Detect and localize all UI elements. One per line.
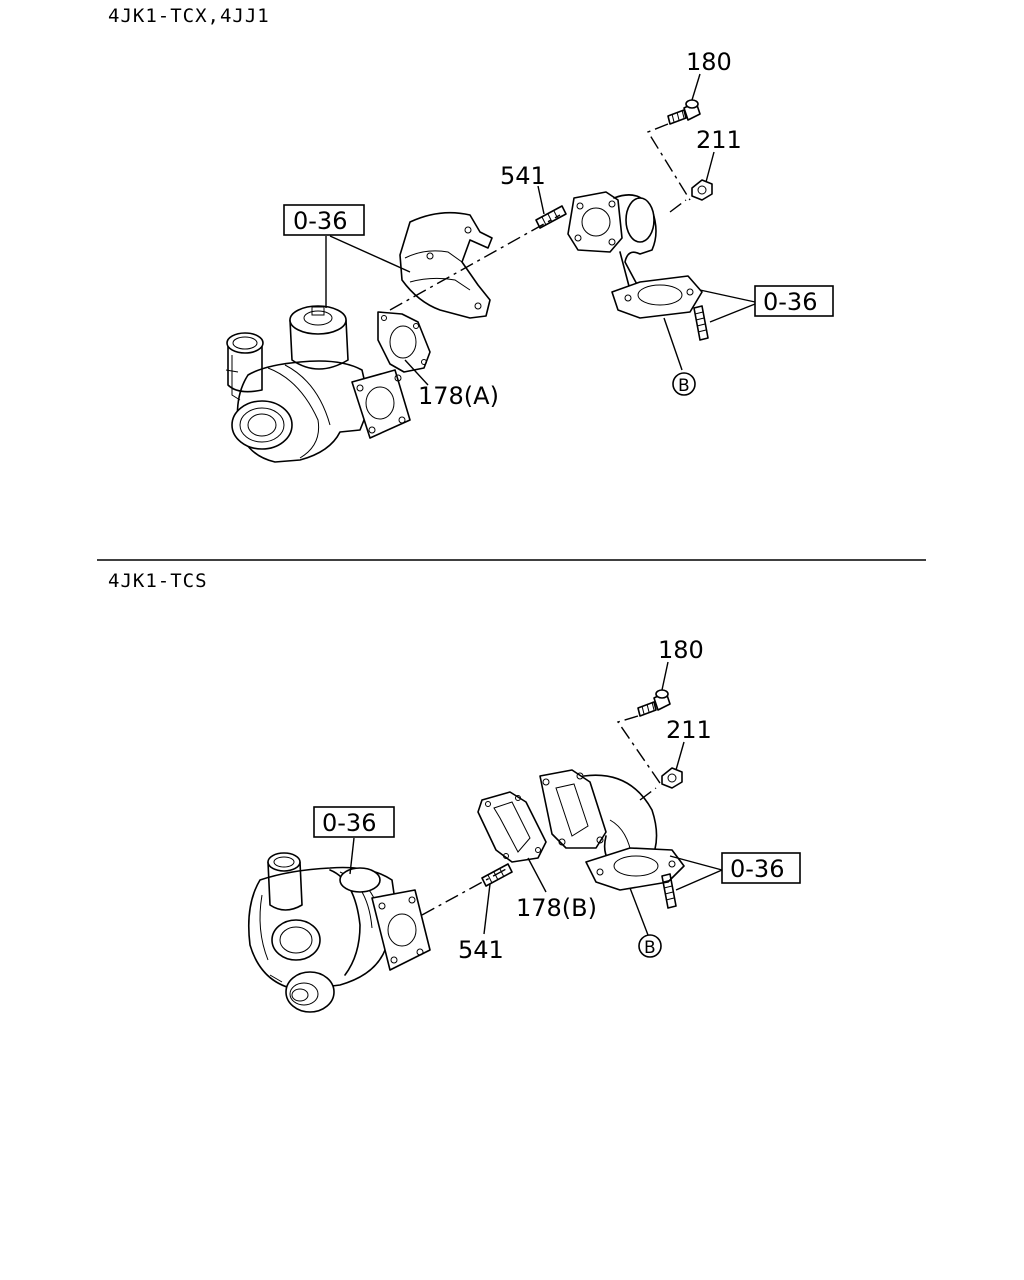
label-ref-right: 0-36 (763, 288, 817, 316)
ref-box-left (313, 806, 395, 838)
label-stud: 541 (458, 936, 504, 964)
label-nut: 211 (666, 716, 712, 744)
label-circled: B (678, 376, 690, 396)
label-stud: 541 (500, 162, 546, 190)
label-nut: 211 (696, 126, 742, 154)
section-title: 4JK1-TCX,4JJ1 (108, 5, 270, 27)
label-gasket: 178(A) (418, 382, 499, 410)
section-title: 4JK1-TCS (108, 570, 208, 592)
section-top: 4JK1-TCX,4JJ1 (108, 5, 834, 463)
bolt (637, 689, 671, 717)
ref-box-left (283, 204, 365, 236)
ref-box-right (721, 852, 801, 884)
turbocharger (225, 305, 411, 463)
heat-shield (399, 211, 493, 319)
ref-box-right (754, 285, 834, 317)
bolt (667, 99, 701, 125)
gasket (477, 791, 547, 863)
label-bolt: 180 (658, 636, 704, 664)
label-gasket: 178(B) (516, 894, 597, 922)
exhaust-pipe (567, 191, 703, 319)
label-ref-left: 0-36 (322, 809, 376, 837)
turbocharger (247, 852, 431, 1013)
label-ref-left: 0-36 (293, 207, 347, 235)
stud (535, 205, 567, 229)
gasket (377, 311, 431, 373)
stud-lower (693, 305, 709, 341)
label-bolt: 180 (686, 48, 732, 76)
label-ref-right: 0-36 (730, 855, 784, 883)
exhaust-pipe (539, 769, 685, 891)
stud-lower (661, 873, 677, 909)
label-circled: B (644, 938, 656, 958)
stud (481, 863, 513, 887)
section-bottom: 4JK1-TCS (108, 570, 801, 1013)
nut (691, 179, 713, 201)
nut (661, 767, 683, 789)
